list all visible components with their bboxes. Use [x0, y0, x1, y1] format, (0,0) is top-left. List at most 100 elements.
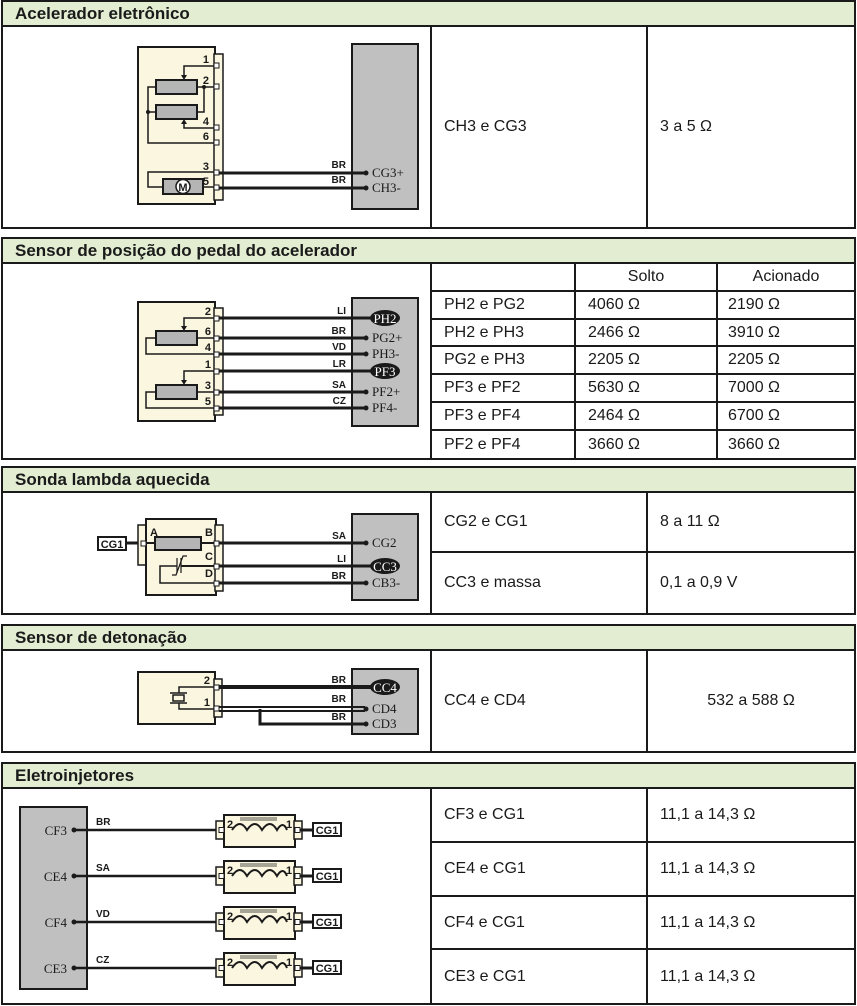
section-title: Acelerador eletrônico	[1, 0, 856, 27]
value-acionado: 3910 Ω	[716, 320, 854, 345]
ecu-terminal-label: CC3	[373, 559, 397, 574]
motor-icon	[175, 178, 191, 195]
wire-color-label: CZ	[333, 396, 346, 407]
wire-color-label: LR	[333, 359, 347, 370]
value-acionado: 2190 Ω	[716, 292, 854, 318]
ecu-terminal-label: PF2+	[372, 384, 400, 399]
wire-color-label: BR	[332, 712, 347, 723]
coil-icon	[231, 915, 288, 924]
piezo-element-icon	[170, 686, 216, 710]
wire-color-label: BR	[332, 694, 347, 705]
table-row: CF3 e CG1 11,1 a 14,3 Ω	[432, 789, 854, 843]
measure-pair: CF4 e CG1	[444, 913, 525, 931]
measure-pair: CC3 e massa	[444, 574, 541, 591]
measure-pair: PF2 e PF4	[444, 435, 521, 453]
ecu-block	[19, 806, 88, 990]
measure-pair: CC4 e CD4	[444, 692, 526, 709]
pin-label: 3	[205, 380, 211, 392]
measure-value: 0,1 a 0,9 V	[646, 553, 854, 613]
section-detonacao: Sensor de detonação 2 1	[0, 624, 857, 754]
pin-label: 4	[203, 116, 210, 128]
section-title: Sonda lambda aquecida	[1, 466, 856, 493]
connector-strip	[213, 307, 224, 416]
ground-tag-label: CG1	[316, 825, 339, 837]
measure-value: 11,1 a 14,3 Ω	[646, 843, 854, 895]
ecu-terminal-label: CB3-	[372, 575, 400, 590]
measurement-table: CH3 e CG3 3 a 5 Ω	[430, 27, 854, 227]
connector-strip	[214, 524, 224, 592]
section-title: Eletroinjetores	[1, 762, 856, 789]
table-row: CC4 e CD4 532 a 588 Ω	[432, 651, 854, 751]
ecu-terminal-label: CD3	[372, 716, 397, 731]
pin-label: 1	[204, 697, 210, 709]
pin	[218, 873, 225, 879]
pin-label: 2	[203, 75, 209, 87]
value-solto: 2466 Ω	[574, 320, 716, 345]
ecu-terminal-label: PF4-	[372, 400, 397, 415]
pin-label: C	[205, 551, 213, 563]
column-header: Solto	[574, 264, 716, 290]
ecu-block	[351, 43, 419, 210]
ecu-terminal-label: CE4	[44, 869, 68, 884]
measurement-table: CC4 e CD4 532 a 588 Ω	[430, 651, 854, 751]
wire-color-label: CZ	[96, 955, 109, 966]
wire-color-label: BR	[332, 571, 347, 582]
resistor	[155, 79, 198, 95]
resistor	[155, 330, 198, 346]
wiring-diagram-acelerador: M 1 2 4 6 3 5	[3, 27, 430, 227]
table-header-row: Solto Acionado	[432, 264, 854, 292]
measure-pair: CG2 e CG1	[444, 513, 528, 530]
ecu-terminal-label: PH3-	[372, 346, 399, 361]
measurement-table: Solto Acionado PH2 e PG2 4060 Ω 2190 Ω P…	[430, 264, 854, 458]
resistor	[155, 104, 198, 120]
highlight-terminal-badge	[370, 679, 400, 695]
highlight-terminal-badge	[370, 363, 400, 379]
measure-pair: PF3 e PF2	[444, 379, 521, 396]
section-pedal: Sensor de posição do pedal do acelerador…	[0, 237, 857, 460]
value-solto: 3660 Ω	[574, 431, 716, 458]
pin-label: 1	[203, 54, 209, 66]
wire-color-label: LI	[337, 554, 346, 565]
table-row: CF4 e CG1 11,1 a 14,3 Ω	[432, 897, 854, 950]
pin	[294, 873, 301, 879]
pin	[294, 919, 301, 925]
value-acionado: 2205 Ω	[716, 347, 854, 373]
table-row: CH3 e CG3 3 a 5 Ω	[432, 27, 854, 227]
pin-label: A	[150, 527, 158, 539]
ecu-terminal-label: CG3+	[372, 165, 404, 180]
table-row: PF3 e PF2 5630 Ω 7000 Ω	[432, 375, 854, 403]
ecu-terminal-label: CD4	[372, 701, 397, 716]
table-row: CE3 e CG1 11,1 a 14,3 Ω	[432, 950, 854, 1003]
measure-pair: CF3 e CG1	[444, 806, 525, 823]
table-row: PG2 e PH3 2205 Ω 2205 Ω	[432, 347, 854, 375]
pin-label: 6	[205, 326, 211, 338]
measurement-table: CF3 e CG1 11,1 a 14,3 Ω CE4 e CG1 11,1 a…	[430, 789, 854, 1003]
coil-icon	[231, 869, 288, 878]
value-solto: 2464 Ω	[574, 403, 716, 429]
table-row: CG2 e CG1 8 a 11 Ω	[432, 493, 854, 553]
ecu-terminal-label: PG2+	[372, 330, 402, 345]
wire-color-label: SA	[96, 863, 110, 874]
column-header	[432, 264, 574, 290]
table-row: PF2 e PF4 3660 Ω 3660 Ω	[432, 431, 854, 458]
value-acionado: 3660 Ω	[716, 431, 854, 458]
wire-color-label: BR	[332, 175, 347, 186]
wire-color-label: BR	[332, 326, 347, 337]
pin-label: 2	[227, 957, 233, 969]
pin-label: 2	[204, 675, 210, 687]
measure-pair: PF3 e PF4	[444, 407, 521, 424]
ecu-block	[351, 513, 419, 601]
table-row: CE4 e CG1 11,1 a 14,3 Ω	[432, 843, 854, 897]
section-title: Sensor de posição do pedal do acelerador	[1, 237, 856, 264]
pin-label: 1	[286, 819, 292, 831]
ground-tag-label: CG1	[316, 871, 339, 883]
pin-label: 2	[227, 819, 233, 831]
pin-label: 5	[205, 396, 211, 408]
